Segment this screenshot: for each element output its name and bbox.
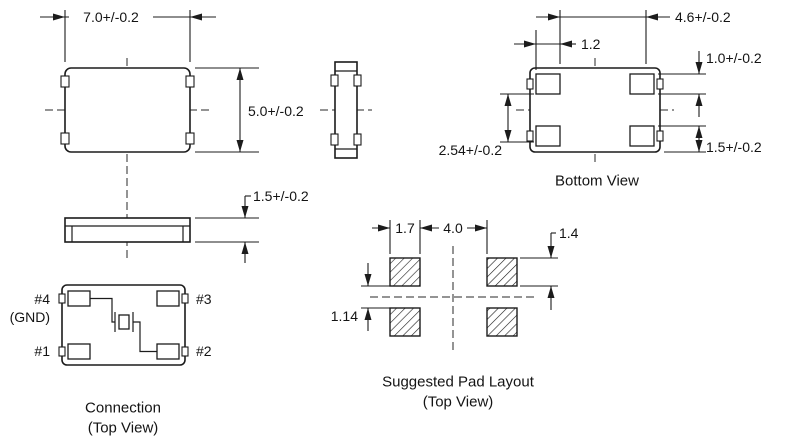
package-side-body	[64, 217, 191, 243]
castellation-notches	[330, 74, 362, 146]
pin1-label: #1	[34, 343, 50, 359]
dim-label-span: 4.6+/-0.2	[675, 9, 731, 25]
top-view: 7.0+/-0.2 5.0+/-0.2	[40, 9, 304, 258]
dim-label-span: 4.0	[443, 220, 463, 236]
pin3-label: #3	[196, 291, 212, 307]
dim-pad-width-12: 1.2	[514, 30, 601, 70]
pad-layout-caption-line2: (Top View)	[423, 394, 494, 411]
dim-label-pad-height: 1.4	[559, 225, 579, 241]
dim-label-thickness: 1.5+/-0.2	[253, 188, 309, 204]
pad-layout-caption-line1: Suggested Pad Layout	[382, 374, 535, 391]
crystal-symbol	[90, 297, 157, 353]
package-side-body	[334, 61, 358, 159]
connection-caption-line2: (Top View)	[88, 420, 159, 437]
bottom-view-caption: Bottom View	[555, 173, 639, 190]
connection-caption-line1: Connection	[85, 400, 161, 417]
dim-label-top-pad: 1.0+/-0.2	[706, 50, 762, 66]
side-view-horizontal: 1.5+/-0.2	[64, 188, 309, 263]
dim-top-pad-10: 1.0+/-0.2	[658, 50, 762, 117]
castellation-notches	[526, 78, 664, 142]
dim-label-row-gap: 1.14	[331, 308, 358, 324]
dim-height-5: 5.0+/-0.2	[195, 67, 304, 153]
corner-pads	[535, 73, 655, 147]
connection-view: #4 (GND) #3 #1 #2 Connection (Top View)	[10, 284, 212, 437]
solder-pads	[389, 257, 518, 337]
dim-pitch-254: 2.54+/-0.2	[439, 93, 534, 158]
dim-label-pad-width: 1.7	[395, 220, 415, 236]
dim-bottom-pad-15: 1.5+/-0.2	[658, 125, 762, 155]
pad-layout-view: 1.7 4.0 1.4 1.14 Suggested Pad Layout (T…	[331, 220, 579, 411]
dim-row-gap-114: 1.14	[331, 263, 392, 331]
dim-label-bottom-pad: 1.5+/-0.2	[706, 139, 762, 155]
dim-label-width: 7.0+/-0.2	[83, 9, 139, 25]
dim-span-46: 4.6+/-0.2	[536, 9, 731, 64]
dim-pad-height-14: 1.4	[520, 225, 579, 310]
pin4-label: #4	[34, 291, 50, 307]
dim-pad-width-17-and-span-40: 1.7 4.0	[372, 220, 488, 254]
package-body	[64, 67, 191, 153]
dim-width-7: 7.0+/-0.2	[40, 9, 216, 62]
dim-label-pitch: 2.54+/-0.2	[439, 142, 503, 158]
castellation-notches	[60, 75, 195, 145]
side-view-vertical	[320, 61, 372, 159]
pin4-gnd-label: (GND)	[10, 309, 50, 325]
package-body	[529, 67, 661, 153]
pin2-label: #2	[196, 343, 212, 359]
dim-label-pad-width: 1.2	[581, 36, 601, 52]
dim-label-height: 5.0+/-0.2	[248, 103, 304, 119]
castellation-notches	[58, 293, 189, 357]
bottom-view: 4.6+/-0.2 1.2 1.0+/-0.2 2.54+/-0.2	[439, 9, 762, 190]
dim-thickness: 1.5+/-0.2	[195, 188, 309, 263]
